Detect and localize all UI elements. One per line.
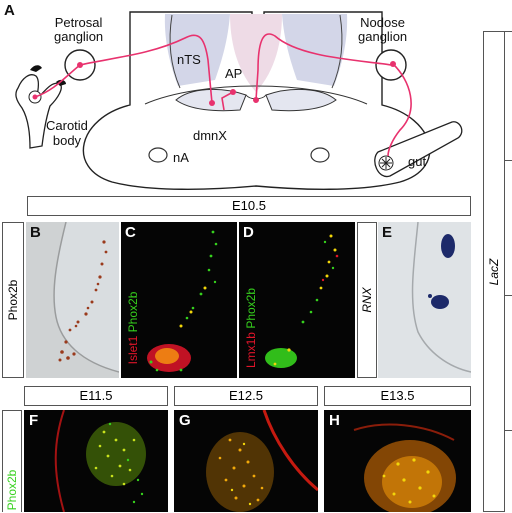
stage-label-e10-5: E10.5 (27, 196, 471, 216)
row-label-phox2b: Phox2b (2, 222, 24, 378)
panel-letter-h: H (329, 412, 340, 429)
central-ridge (144, 85, 368, 105)
label-ap: AP (225, 66, 243, 81)
panel-letter-f: F (29, 412, 39, 429)
nodose-projection (255, 33, 392, 101)
panel-e-stain-label-box: RNX (357, 222, 377, 378)
lacz-column-label: LacZ (483, 31, 505, 512)
panel-h-image: H (324, 410, 471, 512)
na-right-nucleus (310, 147, 330, 163)
carotid-cap-left (30, 65, 42, 72)
stage-label-e13-5: E13.5 (324, 386, 471, 406)
nts-terminal-left (209, 100, 215, 106)
stage-label-e11-5: E11.5 (24, 386, 168, 406)
panel-f-image: F (24, 410, 168, 512)
petrosal-projection (34, 34, 213, 104)
panel-a-diagram (15, 11, 463, 190)
right-strip-divider-2 (505, 295, 512, 296)
panel-c-stain-label: Islet1 Phox2b (126, 291, 140, 365)
label-carotid-body: Carotid body (46, 118, 88, 148)
panel-g-image: G (174, 410, 318, 512)
panel-c-image: C Islet1 Phox2b (121, 222, 237, 378)
panel-e-image: E (378, 222, 471, 378)
panel-d-stain-label: Lmx1b Phox2b (244, 287, 258, 369)
panel-letter-g: G (179, 412, 191, 429)
nts-terminal-right (253, 97, 259, 103)
dmnx-soma (230, 89, 236, 95)
label-gut: gut (408, 154, 427, 169)
nts-left-region (164, 14, 230, 86)
gut-enteric-icon (380, 157, 392, 169)
carotid-vessel (15, 74, 62, 149)
nts-right-region (282, 14, 348, 86)
panel-letter-c: C (125, 224, 136, 241)
panel-letter-e: E (382, 224, 393, 241)
panel-letter-a: A (4, 2, 15, 19)
stage-label-e12-5: E12.5 (174, 386, 318, 406)
dmnx-right (265, 88, 337, 112)
dorsal-left-outline (169, 14, 181, 89)
na-left-nucleus (148, 147, 168, 163)
label-nodose-ganglion: Nodose ganglion (358, 15, 408, 44)
panel-letter-d: D (243, 224, 254, 241)
panel-d-image: D Lmx1b Phox2b (239, 222, 355, 378)
right-edge-strip (505, 31, 512, 513)
right-strip-divider-3 (505, 430, 512, 431)
label-petrosal-ganglion: Petrosal ganglion (54, 15, 104, 44)
dorsal-right-outline (331, 14, 343, 89)
label-na: nA (173, 150, 189, 165)
vagal-efferent (221, 91, 234, 111)
panel-b-image: B (26, 222, 119, 378)
panel-letter-b: B (30, 224, 41, 241)
label-dmnx: dmnX (193, 128, 227, 143)
right-strip-divider-1 (505, 160, 512, 161)
gut-projection (387, 63, 412, 157)
gut-tube (374, 121, 463, 178)
row2-stain-label: Phox2b (2, 410, 22, 512)
label-nts: nTS (177, 52, 201, 67)
